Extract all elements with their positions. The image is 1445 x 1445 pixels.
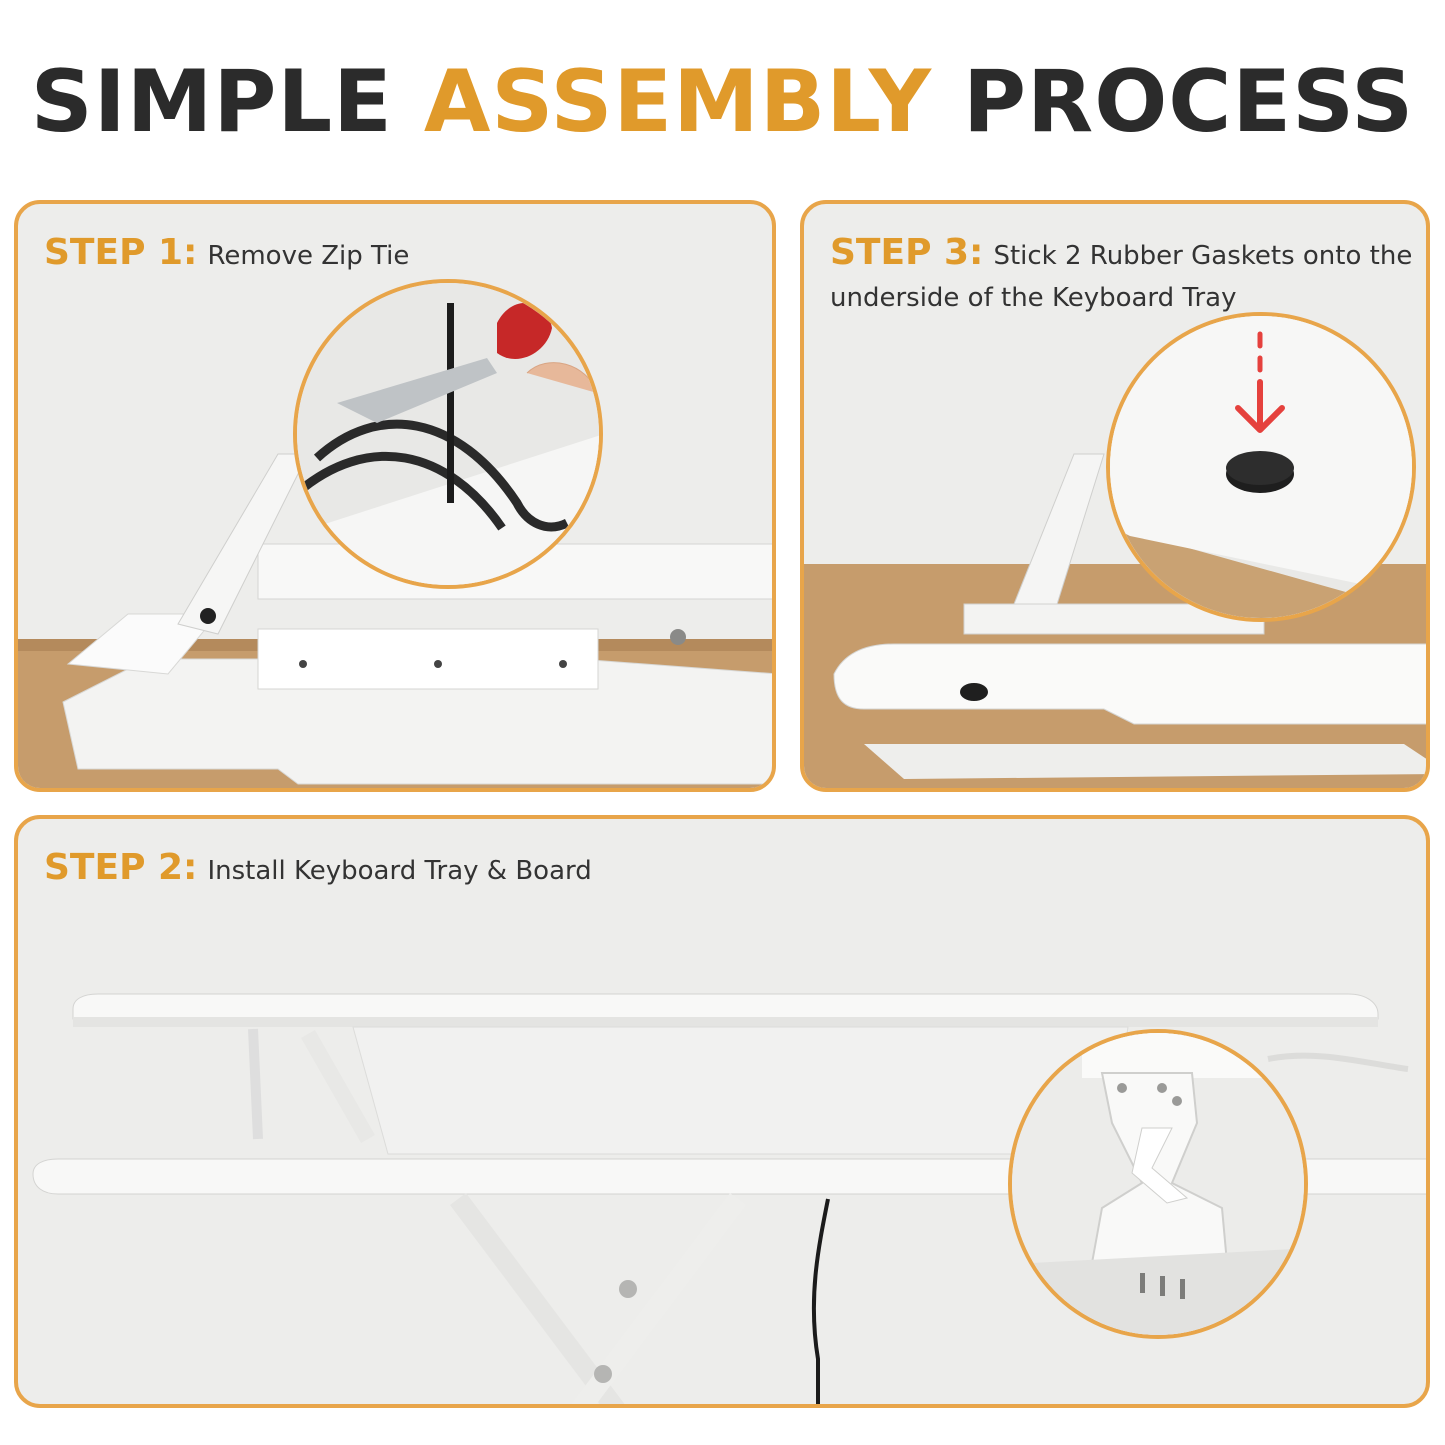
step-2-caption: STEP 2: Install Keyboard Tray & Board xyxy=(44,847,592,892)
bracket-zoom-circle xyxy=(1008,1029,1308,1339)
step-3-text: Stick 2 Rubber Gaskets onto the undersid… xyxy=(830,241,1413,313)
step-2-label: STEP 2: xyxy=(44,847,198,888)
step-2-panel: STEP 2: Install Keyboard Tray & Board xyxy=(14,815,1430,1408)
step-1-label: STEP 1: xyxy=(44,232,198,273)
step-3-caption: STEP 3:Stick 2 Rubber Gaskets onto the u… xyxy=(830,232,1426,319)
step-1-text: Remove Zip Tie xyxy=(207,241,410,271)
zip-tie-zoom-circle xyxy=(293,279,603,589)
power-cable xyxy=(811,1198,830,1404)
rubber-gasket-visible xyxy=(960,683,988,701)
front-panel xyxy=(352,1026,1129,1155)
x-leg-left xyxy=(450,1192,625,1404)
title-word-process: PROCESS xyxy=(962,52,1415,152)
step-1-caption: STEP 1: Remove Zip Tie xyxy=(44,232,409,277)
page-title: SIMPLE ASSEMBLY PROCESS xyxy=(0,52,1445,152)
zip-tie-closeup xyxy=(297,283,599,585)
gasket-zoom-circle xyxy=(1106,312,1416,622)
title-word-simple: SIMPLE xyxy=(30,52,393,152)
step-3-label: STEP 3: xyxy=(830,232,984,273)
lower-board xyxy=(864,744,1426,779)
bracket-closeup xyxy=(1012,1033,1304,1335)
keyboard-tray xyxy=(833,643,1426,725)
scissors-handle xyxy=(497,302,552,359)
step-1-panel: STEP 1: Remove Zip Tie xyxy=(14,200,776,792)
title-word-assembly: ASSEMBLY xyxy=(423,52,932,152)
step-1-illustration xyxy=(18,453,772,788)
scissors-blade xyxy=(337,358,497,423)
step-3-illustration xyxy=(804,453,1426,788)
step-2-text: Install Keyboard Tray & Board xyxy=(207,856,592,886)
lift-frame xyxy=(257,628,599,690)
step-2-illustration xyxy=(32,993,1426,1404)
step-3-panel: STEP 3:Stick 2 Rubber Gaskets onto the u… xyxy=(800,200,1430,792)
gasket-closeup xyxy=(1110,316,1412,618)
top-board xyxy=(72,993,1379,1020)
